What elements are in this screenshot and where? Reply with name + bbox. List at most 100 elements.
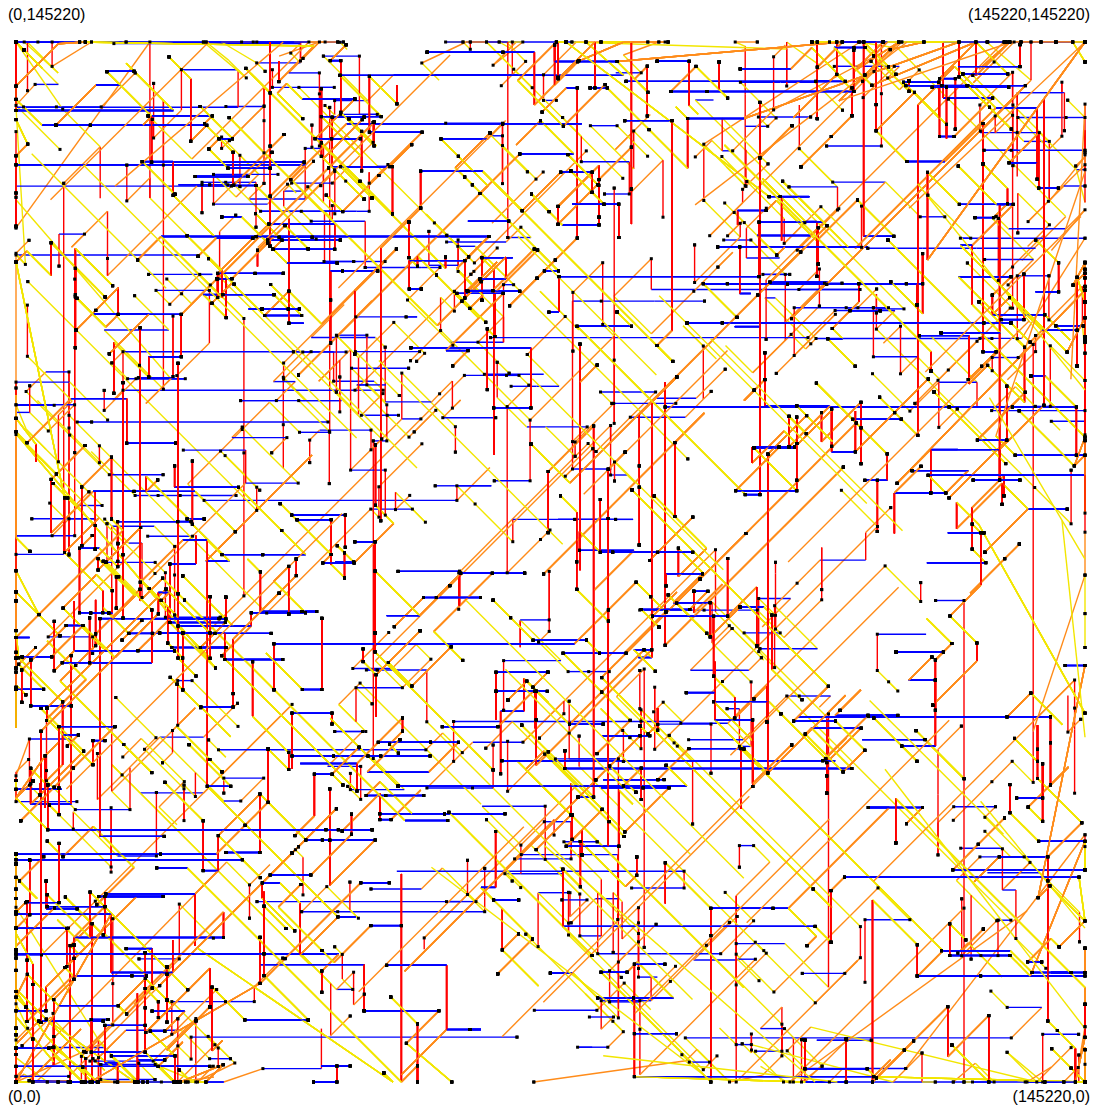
diagonal-wire [917, 357, 939, 379]
diagonal-wire [521, 227, 531, 237]
diagonal-wire [858, 289, 877, 308]
diagonal-wire [775, 298, 816, 339]
diagonal-wire [712, 140, 722, 150]
diagonal-wire [123, 739, 141, 758]
diagonal-wire [73, 829, 111, 867]
diagonal-wire [883, 326, 900, 343]
diagonal-wire [608, 1032, 624, 1048]
diagonal-wire [504, 844, 530, 870]
diagonal-wire [254, 958, 282, 987]
diagonal-wire [681, 682, 723, 724]
diagonal-wire [97, 775, 122, 800]
diagonal-wire [283, 377, 328, 422]
diagonal-wire [325, 211, 333, 219]
diagonal-wire [270, 402, 300, 432]
diagonal-wire [538, 947, 623, 1032]
diagonal-wire [394, 322, 425, 353]
diagonal-wire [747, 182, 784, 219]
diagonal-wire [601, 392, 612, 403]
diagonal-wire [342, 979, 352, 990]
diagonal-wire [1049, 136, 1062, 149]
diagonal-wire [799, 149, 832, 182]
diagonal-wire [704, 201, 740, 237]
diagonal-wire [359, 322, 394, 357]
diagonal-wire [227, 862, 250, 885]
diagonal-wire [331, 1016, 351, 1036]
diagonal-wire [52, 519, 69, 536]
diagonal-wire [754, 846, 770, 862]
diagonal-wire [127, 178, 150, 201]
diagonal-wire [416, 644, 431, 659]
diagonal-wire [69, 415, 99, 446]
diagonal-wire [538, 893, 568, 923]
diagonal-wire [1039, 133, 1076, 170]
diagonal-wire [408, 268, 441, 301]
diagonal-wire [784, 600, 822, 638]
diagonal-wire [276, 382, 295, 401]
diagonal-wire [1012, 761, 1033, 782]
diagonal-wire [808, 311, 835, 338]
diagonal-wire [99, 446, 266, 613]
diagonal-wire [507, 385, 529, 407]
diagonal-wire [122, 737, 160, 775]
diagonal-wire [985, 831, 1003, 849]
diagonal-wire [901, 357, 918, 374]
diagonal-wire [751, 240, 785, 274]
diagonal-wire [58, 401, 72, 415]
diagonal-wire [669, 735, 860, 926]
diagonal-wire [575, 403, 614, 442]
diagonal-wire [150, 198, 189, 237]
diagonal-wire [179, 904, 213, 938]
diagonal-wire [1028, 186, 1064, 222]
diagonal-wire [173, 708, 196, 731]
diagonal-wire [1011, 1007, 1042, 1038]
diagonal-wire [886, 182, 921, 217]
diagonal-wire [797, 560, 820, 583]
diagonal-wire [718, 252, 733, 267]
diagonal-wire [167, 279, 182, 294]
diagonal-wire [104, 379, 136, 411]
diagonal-wire [539, 642, 569, 672]
diagonal-wire [16, 105, 60, 149]
diagonal-wire [570, 900, 587, 917]
diagonal-wire [492, 179, 536, 223]
diagonal-wire [615, 462, 636, 483]
diagonal-wire [866, 508, 891, 533]
diagonal-wire [192, 681, 238, 727]
diagonal-wire [601, 1017, 613, 1029]
diagonal-wire [323, 56, 367, 101]
diagonal-wire [614, 259, 652, 297]
diagonal-wire [422, 63, 439, 80]
diagonal-wire [663, 702, 682, 721]
diagonal-wire [408, 300, 453, 345]
diagonal-wire [141, 739, 184, 782]
diagonal-wire [829, 1069, 842, 1083]
diagonal-wire [16, 42, 63, 109]
diagonal-wire [571, 899, 595, 923]
diagonal-wire [624, 983, 651, 1010]
diagonal-wire [224, 1069, 263, 1082]
diagonal-wire [726, 346, 753, 373]
diagonal-wire [862, 182, 886, 206]
diagonal-wire [534, 1061, 686, 1082]
diagonal-wire [938, 726, 961, 749]
diagonal-wire [63, 109, 100, 147]
diagonal-wire [601, 708, 630, 737]
diagonal-wire [302, 887, 327, 912]
diagonal-wire [572, 42, 787, 49]
diagonal-wire [159, 782, 184, 807]
diagonal-wire [590, 126, 633, 169]
diagonal-wire [373, 759, 404, 790]
diagonal-wire [762, 599, 790, 627]
diagonal-wire [396, 495, 410, 509]
diagonal-wire [72, 234, 85, 247]
diagonal-wire [749, 658, 762, 671]
diagonal-wire [527, 326, 556, 355]
diagonal-wire [685, 399, 703, 417]
diagonal-wire [530, 379, 571, 420]
diagonal-wire [546, 427, 575, 456]
diagonal-wire [420, 331, 441, 352]
diagonal-wire [112, 753, 151, 792]
diagonal-wire [221, 430, 243, 452]
